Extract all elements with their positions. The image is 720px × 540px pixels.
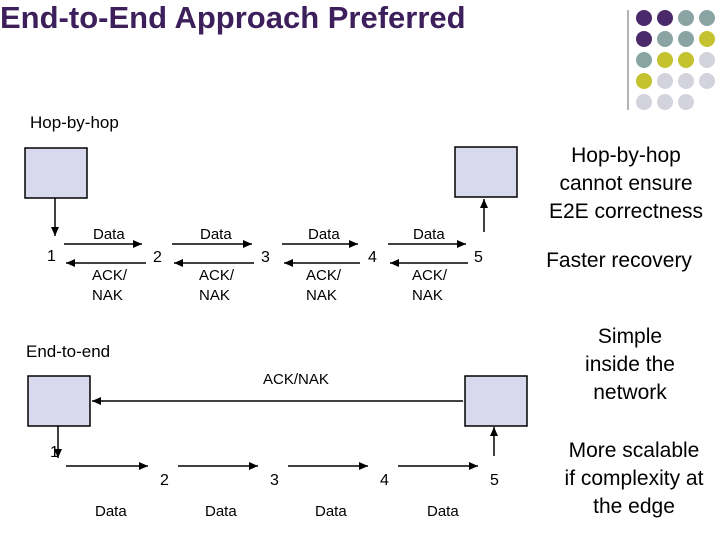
- decoration-dot: [699, 52, 715, 68]
- decoration-dot: [678, 94, 694, 110]
- e2e-node-4: 4: [380, 472, 389, 489]
- hop-node-5: 5: [474, 249, 483, 266]
- note-more-scalable: More scalable if complexity at the edge: [564, 439, 704, 518]
- decoration-dot: [636, 94, 652, 110]
- decoration-dot: [699, 31, 715, 47]
- note-hop-cannot-ensure: Hop-by-hop cannot ensure E2E correctness: [548, 144, 704, 223]
- hop-node-3: 3: [261, 249, 270, 266]
- e2e-ack-label: ACK/NAK: [263, 371, 329, 388]
- hop-ack-label-4: ACK/ NAK: [412, 267, 448, 304]
- hop-ack-label-3: ACK/ NAK: [306, 267, 342, 304]
- decoration-dot: [678, 73, 694, 89]
- decoration-dot: [657, 73, 673, 89]
- hop-data-label-2: Data: [200, 226, 232, 243]
- decoration-dot-grid: [610, 0, 720, 110]
- decoration-dot: [636, 52, 652, 68]
- decoration-dot: [678, 52, 694, 68]
- hop-ack-label-1: ACK/ NAK: [92, 267, 128, 304]
- decoration-dot: [657, 31, 673, 47]
- note-faster-recovery: Faster recovery: [546, 249, 692, 272]
- decoration-dot: [699, 73, 715, 89]
- hop-ack-label-2: ACK/ NAK: [199, 267, 235, 304]
- hop-node-4: 4: [368, 249, 377, 266]
- e2e-host-right: [464, 375, 528, 427]
- hop-data-label-3: Data: [308, 226, 340, 243]
- decoration-dot: [636, 31, 652, 47]
- e2e-node-3: 3: [270, 472, 279, 489]
- hop-data-label-1: Data: [93, 226, 125, 243]
- decoration-dot: [678, 31, 694, 47]
- e2e-data-label-4: Data: [427, 503, 459, 520]
- decoration-dot: [636, 73, 652, 89]
- hop-host-right: [454, 146, 518, 198]
- decoration-dot: [657, 52, 673, 68]
- page-title: End-to-End Approach Preferred: [0, 0, 466, 35]
- e2e-data-label-3: Data: [315, 503, 347, 520]
- hop-node-1: 1: [47, 248, 56, 265]
- hop-data-label-4: Data: [413, 226, 445, 243]
- hop-host-left: [24, 147, 88, 199]
- decoration-dot: [699, 10, 715, 26]
- e2e-node-2: 2: [160, 472, 169, 489]
- end-to-end-heading: End-to-end: [26, 342, 111, 361]
- e2e-node-5: 5: [490, 472, 499, 489]
- e2e-data-label-1: Data: [95, 503, 127, 520]
- decoration-dot: [657, 10, 673, 26]
- e2e-host-left: [27, 375, 91, 427]
- e2e-data-label-2: Data: [205, 503, 237, 520]
- dot-grid-graphic: [627, 10, 715, 110]
- e2e-node-1: 1: [50, 444, 59, 461]
- hop-node-2: 2: [153, 249, 162, 266]
- decoration-dot: [657, 94, 673, 110]
- note-simple-inside: Simple inside the network: [585, 325, 675, 404]
- decoration-dot: [678, 10, 694, 26]
- hop-by-hop-heading: Hop-by-hop: [30, 113, 119, 132]
- decoration-dot: [636, 10, 652, 26]
